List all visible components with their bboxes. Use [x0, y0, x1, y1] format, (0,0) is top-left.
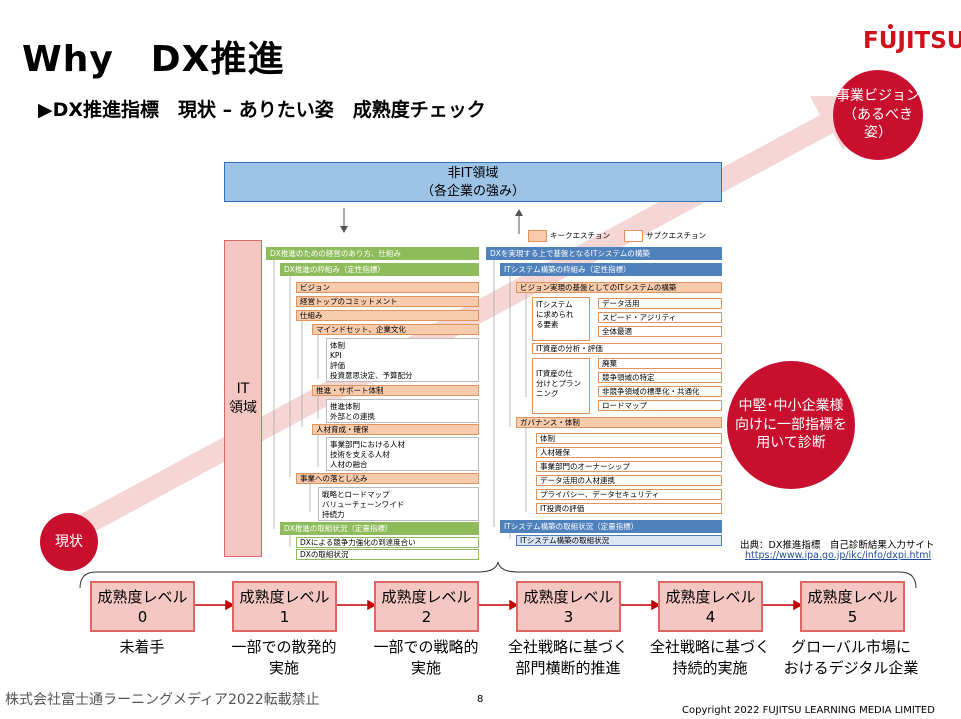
left-status: DX推進の取組状況（定量指標）: [280, 522, 479, 535]
level-label: 成熟度レベル: [239, 588, 330, 606]
level-desc-3: 全社戦略に基づく 部門横断的推進: [507, 638, 628, 677]
left-header: DX推進のための経営のあり方、仕組み: [266, 247, 479, 260]
left-implementation-items: 戦略とロードマップ バリューチェーンワイド 持続力: [318, 487, 479, 521]
left-talent-items: 事業部門における人材 技術を支える人材 人材の融合: [326, 437, 479, 471]
left-mindset-items: 体制 KPI 評価 投資意思決定、予算配分: [326, 338, 479, 382]
brace: [79, 561, 917, 589]
up-arrow-icon: [515, 209, 523, 234]
right-governance-item-0: 体制: [536, 433, 722, 444]
level-label: 成熟度レベル: [523, 588, 614, 606]
left-tree-lines: [273, 260, 319, 547]
level-box-1: 成熟度レベル 1: [232, 581, 337, 632]
left-status-item-1: DXの取組状況: [296, 549, 479, 560]
level-label: 成熟度レベル: [807, 588, 898, 606]
legend-sub-label: サブクエスチョン: [646, 231, 706, 240]
right-assets-plan: IT資産の仕 分けとプラン ニング: [532, 358, 590, 414]
right-framework: ITシステム構築の枠組み（定性指標）: [500, 263, 722, 276]
level-desc-1: 一部での散発的 実施: [231, 638, 337, 677]
right-status: ITシステム構築の取組状況（定量指標）: [500, 520, 722, 533]
down-arrow-icon: [340, 208, 348, 233]
non-it-area: 非IT領域 （各企業の強み）: [224, 162, 722, 202]
right-governance-item-2: 事業部門のオーナーシップ: [536, 461, 722, 472]
copyright: Copyright 2022 FUJITSU LEARNING MEDIA LI…: [682, 705, 935, 716]
vision-circle: 事業ビジョン （あるべき姿）: [833, 70, 923, 160]
footer-notice: 株式会社富士通ラーニングメディア2022転載禁止: [5, 692, 320, 708]
right-required-item-2: 全体最適: [598, 326, 722, 337]
left-support: 推進・サポート体制: [312, 385, 479, 396]
level-number: 1: [279, 608, 290, 626]
level-label: 成熟度レベル: [97, 588, 188, 606]
right-required-item-0: データ活用: [598, 298, 722, 309]
level-desc-2: 一部での戦略的 実施: [373, 638, 479, 677]
left-implementation: 事業への落とし込み: [296, 473, 479, 484]
right-governance: ガバナンス・体制: [516, 417, 722, 428]
level-desc-0: 未着手: [119, 638, 165, 656]
level-box-0: 成熟度レベル 0: [90, 581, 195, 632]
right-governance-item-4: プライバシー、データセキュリティ: [536, 489, 722, 500]
level-number: 2: [421, 608, 432, 626]
right-tree: DXを実現する上で基盤となるITシステムの構築 ITシステム構築の枠組み（定性指…: [486, 247, 723, 550]
right-header: DXを実現する上で基盤となるITシステムの構築: [486, 247, 722, 260]
left-tree: DX推進のための経営のあり方、仕組み DX推進の枠組み（定性指標） ビジョン 経…: [266, 247, 480, 560]
current-circle: 現状: [40, 513, 98, 571]
level-desc-4: 全社戦略に基づく 持続的実施: [649, 638, 770, 677]
right-assets-analysis: IT資産の分析・評価: [532, 343, 722, 354]
level-number: 0: [137, 608, 148, 626]
page-number: 8: [477, 694, 484, 705]
sme-circle: 中堅･中小企業様 向けに一部指標を 用いて診断: [727, 361, 855, 489]
page-title: Why DX推進: [22, 39, 285, 80]
left-support-items: 推進体制 外部との連携: [326, 399, 479, 423]
right-required-item-1: スピード・アジリティ: [598, 312, 722, 323]
level-label: 成熟度レベル: [665, 588, 756, 606]
right-governance-item-1: 人材確保: [536, 447, 722, 458]
right-vision-base: ビジョン実現の基盤としてのITシステムの構築: [516, 282, 722, 293]
left-commitment: 経営トップのコミットメント: [296, 296, 479, 307]
level-box-4: 成熟度レベル 4: [658, 581, 763, 632]
non-it-title: 非IT領域: [447, 166, 499, 181]
right-assets-item-3: ロードマップ: [598, 400, 722, 411]
left-status-item-0: DXによる競争力強化の到達度合い: [296, 537, 479, 548]
right-status-item: ITシステム構築の取組状況: [516, 535, 722, 546]
left-mechanism: 仕組み: [296, 310, 479, 321]
level-box-3: 成熟度レベル 3: [516, 581, 621, 632]
source-link[interactable]: https://www.ipa.go.jp/ikc/info/dxpi.html: [745, 550, 932, 561]
legend-key-label: キークエスチョン: [550, 231, 610, 240]
left-vision: ビジョン: [296, 282, 479, 293]
right-assets-item-2: 非競争領域の標準化・共通化: [598, 386, 722, 397]
left-talent: 人材育成・確保: [312, 424, 479, 435]
level-arrows: [194, 599, 803, 611]
page-subtitle: ▶DX推進指標 現状 – ありたい姿 成熟度チェック: [38, 99, 486, 121]
left-framework: DX推進の枠組み（定性指標）: [280, 263, 479, 276]
fujitsu-logo: FUJITSU: [863, 28, 961, 54]
level-box-5: 成熟度レベル 5: [800, 581, 905, 632]
source-label: 出典：DX推進指標 自己診断結果入力サイト: [740, 540, 935, 551]
level-number: 5: [847, 608, 858, 626]
level-label: 成熟度レベル: [381, 588, 472, 606]
level-box-2: 成熟度レベル 2: [374, 581, 479, 632]
level-desc-5: グローバル市場に おけるデジタル企業: [783, 638, 919, 677]
legend-sub-swatch: [624, 230, 643, 242]
right-assets-item-1: 競争領域の特定: [598, 372, 722, 383]
right-required: ITシステム に求められ る要素: [532, 297, 590, 341]
right-assets-item-0: 廃棄: [598, 358, 722, 369]
non-it-subtitle: （各企業の強み）: [420, 184, 525, 199]
right-tree-lines: [493, 260, 527, 539]
level-number: 3: [563, 608, 574, 626]
left-mindset: マインドセット、企業文化: [312, 324, 479, 335]
right-governance-item-5: IT投資の評価: [536, 503, 722, 514]
legend-key-swatch: [528, 230, 547, 242]
level-number: 4: [705, 608, 716, 626]
logo-dot: [888, 24, 893, 29]
it-area: IT 領域: [224, 240, 262, 557]
right-governance-item-3: データ活用の人材連携: [536, 475, 722, 486]
